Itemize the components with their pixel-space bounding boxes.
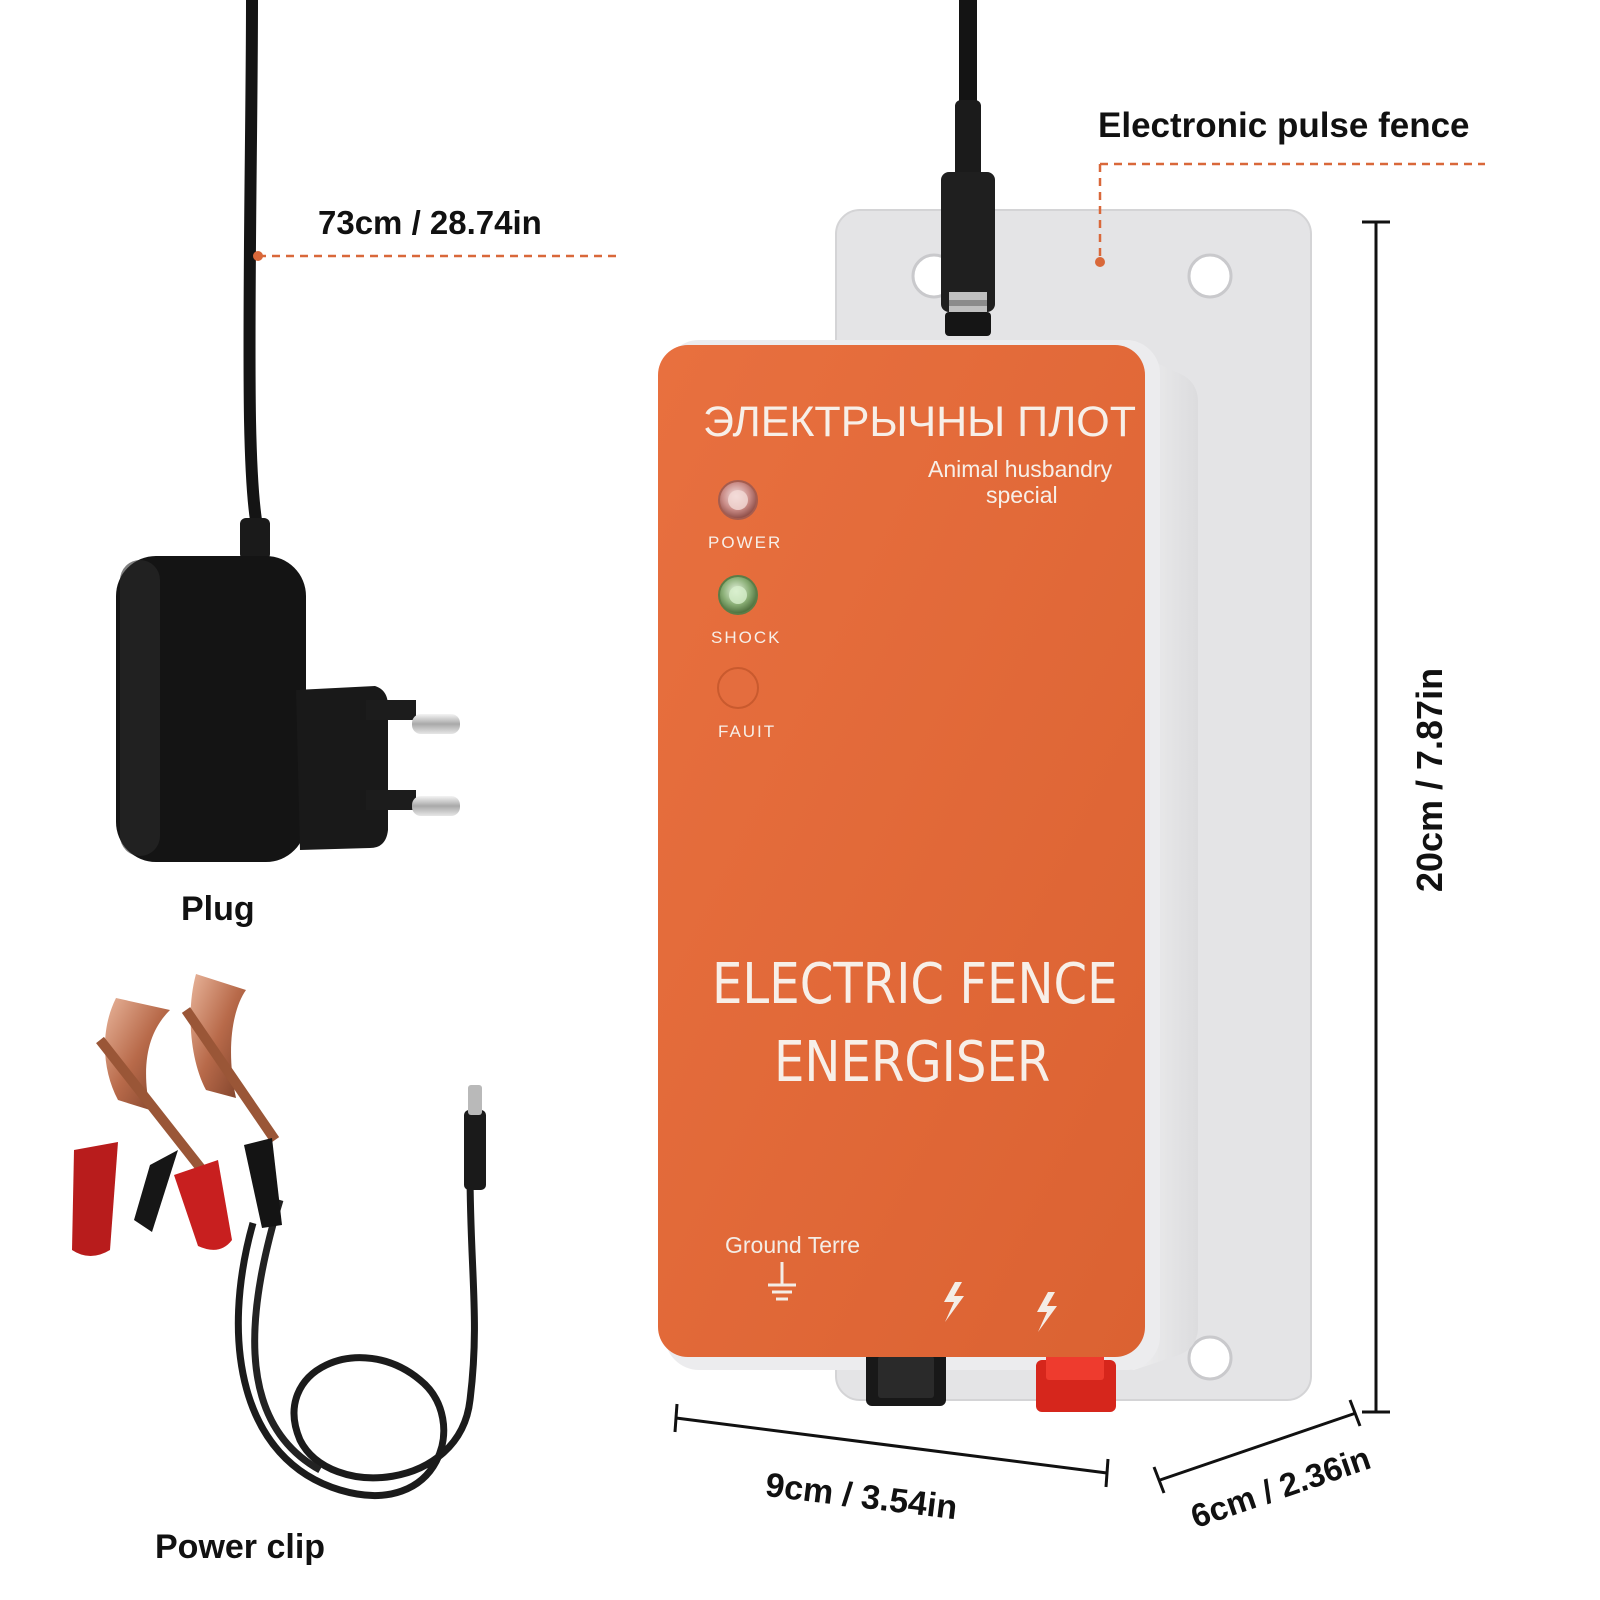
device-cyrillic-title: ЭЛЕКТРЫЧНЫ ПЛОТ <box>703 398 1137 446</box>
ground-terminal <box>866 1346 946 1406</box>
pulse-fence-leader <box>1095 162 1485 267</box>
plug-pin <box>412 714 460 734</box>
plug-label: Plug <box>181 890 255 928</box>
shock-indicator-label: SHOCK <box>711 628 782 647</box>
power-clip-label: Power clip <box>155 1528 326 1566</box>
height-label: 20cm / 7.87in <box>1409 667 1450 893</box>
plug-pin <box>412 796 460 816</box>
adapter-cable <box>243 0 262 521</box>
fault-led <box>717 667 759 709</box>
cable-length-label: 73cm / 28.74in <box>318 204 542 241</box>
shock-led <box>718 575 758 615</box>
device-subtitle-line2: special <box>986 482 1058 508</box>
ground-terre-label: Ground Terre <box>725 1232 861 1258</box>
front-panel <box>658 345 1145 1357</box>
fault-indicator-label: FAUIT <box>718 722 777 741</box>
power-indicator-label: POWER <box>708 533 783 552</box>
fence-terminal <box>1036 1350 1116 1412</box>
ground-icon <box>768 1262 796 1301</box>
depth-dimension-line <box>1152 1399 1362 1494</box>
cable-length-leader <box>253 251 620 261</box>
lightning-icon <box>1037 1292 1057 1332</box>
device-subtitle-line1: Animal husbandry <box>928 456 1113 482</box>
width-dimension-line <box>673 1403 1110 1488</box>
power-clip <box>72 974 486 1499</box>
fence-connector <box>941 100 995 336</box>
plug-adapter <box>116 518 416 862</box>
pulse-fence-label: Electronic pulse fence <box>1098 106 1470 145</box>
height-dimension-line <box>1362 220 1390 1414</box>
device-main-title-line1: ELECTRIC FENCE <box>712 952 1118 1017</box>
power-led <box>718 480 758 520</box>
lightning-icon <box>944 1282 964 1322</box>
device-main-title-line2: ENERGISER <box>774 1030 1051 1095</box>
